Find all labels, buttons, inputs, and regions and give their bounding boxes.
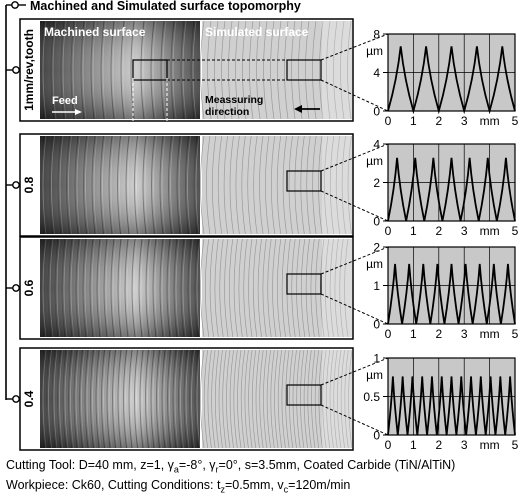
simulated-surface-label: Simulated surface xyxy=(205,25,309,39)
caption-line-1: Cutting Tool: D=40 mm, z=1, γa=-8°, γr=0… xyxy=(6,458,456,475)
x-tick-label: 1 xyxy=(410,224,417,238)
y-tick-label: 4 xyxy=(373,138,380,152)
machined-surface-label: Machined surface xyxy=(44,25,146,39)
x-tick-label: mm xyxy=(480,438,500,452)
measuring-arrow-icon xyxy=(294,105,320,113)
y-tick-label: 1 xyxy=(373,352,380,366)
feed-rate-label: 0.6 xyxy=(22,279,36,296)
y-unit-label: µm xyxy=(366,154,383,168)
simulated-grooves xyxy=(200,238,349,338)
feed-rate-label: 0.4 xyxy=(22,390,36,407)
y-tick-label: 0 xyxy=(373,318,380,332)
simulated-surface-panel xyxy=(202,21,352,119)
row-node-icon xyxy=(12,395,20,403)
y-tick-label: 0.5 xyxy=(363,390,380,404)
x-tick-label: 0 xyxy=(385,327,392,341)
measuring-direction-label-2: direction xyxy=(205,106,249,118)
x-tick-label: 3 xyxy=(461,224,468,238)
y-tick-label: 2 xyxy=(373,241,380,255)
surface-profile-line xyxy=(387,46,516,115)
machined-measurement-area xyxy=(132,59,168,81)
y-tick-label: 1 xyxy=(373,279,380,293)
y-tick-label: 4 xyxy=(373,66,380,80)
measuring-direction-label-1: Meassuring xyxy=(205,94,263,106)
simulated-grooves xyxy=(200,349,353,449)
row-frame xyxy=(19,236,354,340)
simulated-grooves xyxy=(200,135,352,235)
x-tick-label: 5 xyxy=(512,224,519,238)
feed-rate-label: 1mm/rev,tooth xyxy=(22,29,36,111)
x-tick-label: 5 xyxy=(512,327,519,341)
x-tick-label: 3 xyxy=(461,114,468,128)
x-tick-label: 0 xyxy=(385,438,392,452)
y-tick-label: 0 xyxy=(373,105,380,119)
simulated-surface-panel xyxy=(202,350,352,448)
surface-profile-line xyxy=(387,157,516,222)
surface-row: 1mm/rev,tooth 8 4 0 µm 0 1 2 3 mm 5 xyxy=(6,18,519,128)
feed-label: Feed xyxy=(52,95,78,107)
surface-row: 0.4 1 0.5 0 µm 0 1 2 3 mm 5 xyxy=(6,347,519,452)
row-frame xyxy=(19,18,354,122)
x-tick-label: 3 xyxy=(461,438,468,452)
row-node-icon xyxy=(12,66,20,74)
x-tick-label: mm xyxy=(480,114,500,128)
surface-profile-line xyxy=(387,376,516,436)
simulated-grooves xyxy=(200,20,352,120)
x-tick-label: mm xyxy=(480,327,500,341)
measurement-area xyxy=(286,59,322,81)
x-tick-label: 2 xyxy=(435,114,442,128)
feed-arrow-icon xyxy=(52,109,82,115)
y-tick-label: 0 xyxy=(373,429,380,443)
x-tick-label: 1 xyxy=(410,327,417,341)
x-tick-label: 5 xyxy=(512,114,519,128)
x-tick-label: mm xyxy=(480,224,500,238)
y-unit-label: µm xyxy=(366,257,383,271)
figure-title: Machined and Simulated surface topomorph… xyxy=(30,0,301,13)
x-tick-label: 3 xyxy=(461,327,468,341)
surface-row: 0.8 4 2 0 µm 0 1 2 3 mm 5 xyxy=(6,133,519,238)
x-tick-label: 2 xyxy=(435,224,442,238)
y-tick-label: 0 xyxy=(373,215,380,229)
y-tick-label: 2 xyxy=(373,176,380,190)
x-tick-label: 1 xyxy=(410,114,417,128)
x-tick-label: 5 xyxy=(512,438,519,452)
row-frame xyxy=(19,347,354,451)
measurement-area xyxy=(286,384,322,406)
x-tick-label: 2 xyxy=(435,438,442,452)
x-tick-label: 1 xyxy=(410,438,417,452)
row-node-icon xyxy=(12,181,20,189)
x-tick-label: 0 xyxy=(385,114,392,128)
row-frame xyxy=(19,133,354,237)
measurement-area xyxy=(286,273,322,295)
row-node-icon xyxy=(12,284,20,292)
title-bullet-icon xyxy=(11,1,19,9)
y-unit-label: µm xyxy=(366,368,383,382)
feed-rate-label: 0.8 xyxy=(22,176,36,193)
y-tick-label: 8 xyxy=(373,28,380,42)
x-tick-label: 2 xyxy=(435,327,442,341)
measurement-area xyxy=(286,170,322,192)
y-unit-label: µm xyxy=(366,44,383,58)
surface-row: 0.6 2 1 0 µm 0 1 2 3 mm 5 xyxy=(6,236,519,341)
surface-profile-line xyxy=(387,263,516,325)
caption-line-2: Workpiece: Ck60, Cutting Conditions: tz=… xyxy=(6,478,351,495)
x-tick-label: 0 xyxy=(385,224,392,238)
